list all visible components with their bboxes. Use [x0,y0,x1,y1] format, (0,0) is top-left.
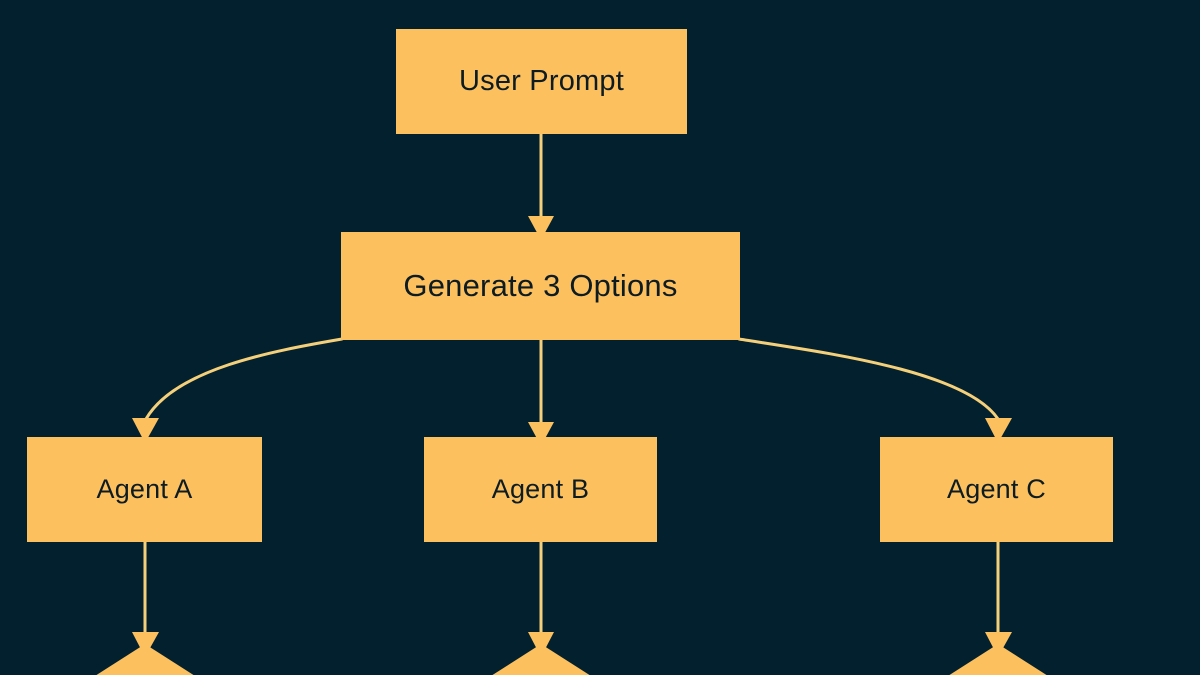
user-prompt-node[interactable] [396,29,687,134]
connector-curve [144,337,344,421]
agent-a-node[interactable] [27,437,262,542]
agent-c-node[interactable] [880,437,1113,542]
arrowhead-icon [132,418,159,443]
node-layer [27,29,1113,542]
edge-generate-to-agent-c [737,337,1012,443]
decision-a-shape[interactable] [73,644,217,675]
connector-layer [132,134,1012,657]
arrowhead-icon [985,418,1012,443]
edge-agent-a-to-decision [132,542,159,657]
connector-curve [737,337,1000,421]
generate-options-node[interactable] [341,232,740,340]
decision-layer [73,644,1070,675]
edge-prompt-to-generate [528,134,554,240]
edge-generate-to-agent-b [528,340,554,446]
arrowhead-icon [528,216,554,240]
decision-b-shape[interactable] [469,644,613,675]
decision-c-shape[interactable] [926,644,1070,675]
edge-agent-b-to-decision [528,542,554,657]
agent-b-node[interactable] [424,437,657,542]
edge-agent-c-to-decision [985,542,1012,657]
arrowhead-icon [528,422,554,446]
edge-generate-to-agent-a [132,337,344,443]
